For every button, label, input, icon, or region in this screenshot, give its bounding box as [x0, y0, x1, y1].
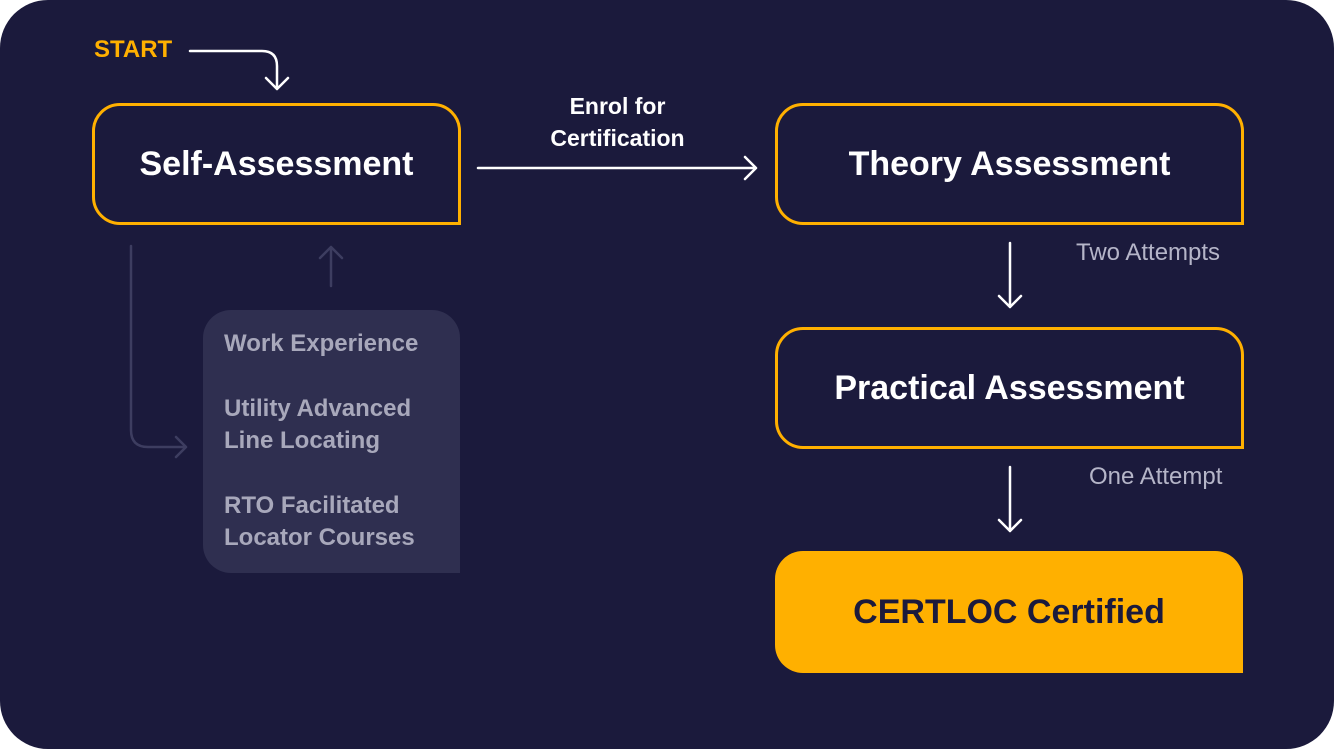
to-pathways-arrow	[129, 244, 188, 459]
pathways-panel: Work Experience Utility Advanced Line Lo…	[203, 310, 460, 573]
enrol-label: Enrol for Certification	[520, 90, 715, 154]
certified-label: CERTLOC Certified	[853, 592, 1165, 631]
enrol-arrow	[476, 155, 758, 181]
pathway-item: Work Experience	[224, 330, 419, 357]
theory-to-practical-arrow	[997, 241, 1023, 309]
enrol-label-line1: Enrol for	[569, 93, 666, 119]
enrol-label-line2: Certification	[550, 125, 685, 151]
practical-to-certified-arrow	[997, 465, 1023, 533]
theory-assessment-label: Theory Assessment	[848, 144, 1171, 183]
self-assessment-node: Self-Assessment	[92, 103, 461, 225]
theory-assessment-node: Theory Assessment	[775, 103, 1244, 225]
start-label: START	[94, 36, 173, 63]
pathway-item: RTO Facilitated Locator Courses	[224, 492, 415, 551]
self-assessment-label: Self-Assessment	[139, 144, 414, 183]
practical-assessment-label: Practical Assessment	[834, 368, 1185, 407]
certloc-certified-node: CERTLOC Certified	[775, 551, 1243, 673]
two-attempts-label: Two Attempts	[1076, 239, 1221, 266]
start-arrow	[188, 49, 290, 91]
practical-assessment-node: Practical Assessment	[775, 327, 1244, 449]
one-attempt-label: One Attempt	[1089, 463, 1223, 490]
pathway-item: Utility Advanced Line Locating	[224, 395, 412, 454]
from-pathways-arrow	[318, 245, 344, 288]
